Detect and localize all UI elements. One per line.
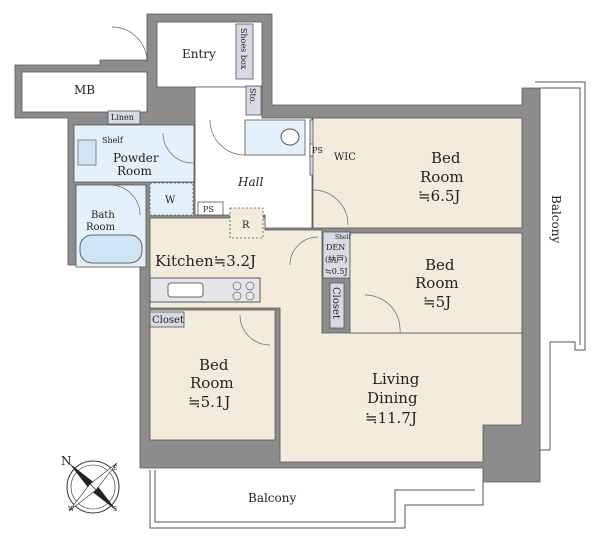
refrigerator-label: R xyxy=(242,220,250,231)
bed-room-3-label-1: Bed xyxy=(199,356,229,374)
balcony-east-label: Balcony xyxy=(549,195,563,243)
bed-room-2-label-2: Room xyxy=(415,274,459,292)
linen-label: Linen xyxy=(111,113,134,122)
linen-area xyxy=(107,110,141,125)
shoes-box-label: Shoes box xyxy=(239,28,248,70)
entry-label: Entry xyxy=(182,47,216,61)
den-shelf-label: Shelf xyxy=(335,234,351,241)
compass-s: S xyxy=(113,506,117,513)
sink-icon xyxy=(77,139,97,166)
compass-icon: N E S W xyxy=(61,454,120,514)
bath-room-label-1: Bath xyxy=(91,210,115,221)
bed-room-2-label-3: ≒5J xyxy=(423,293,451,311)
compass-n: N xyxy=(61,454,72,468)
closet-2-label: Closet xyxy=(330,287,341,319)
ps-box-1 xyxy=(197,201,224,216)
compass-w: W xyxy=(68,506,75,513)
den-label-2: (納戸) xyxy=(325,254,347,264)
bed-room-1-label-2: Room xyxy=(420,168,464,186)
powder-room-label-1: Powder xyxy=(113,151,159,165)
bed-room-3-area xyxy=(149,309,276,441)
living-dining-label-2: Dining xyxy=(367,389,418,407)
kitchen-label: Kitchen≒3.2J xyxy=(155,252,256,270)
den-label-3: ≒0.5J xyxy=(325,267,348,276)
kitchen-counter xyxy=(149,277,261,303)
kitchen-sink-icon xyxy=(167,282,204,298)
shoes-box-area xyxy=(235,23,254,80)
toilet-room xyxy=(244,119,306,156)
bed-room-2-label-1: Bed xyxy=(425,256,455,274)
bed-room-3-label-3: ≒5.1J xyxy=(188,393,230,411)
washer-area xyxy=(149,182,194,216)
bed-room-1-area xyxy=(312,117,523,229)
bed-room-2-area xyxy=(349,232,523,334)
bathtub-icon xyxy=(79,234,143,264)
den-label-1: DEN xyxy=(326,243,345,252)
storage-area xyxy=(245,85,262,116)
powder-room-label-2: Room xyxy=(117,164,152,178)
balcony-east-outline xyxy=(522,81,586,451)
ps-label-1: PS xyxy=(203,205,214,214)
washer-label: W xyxy=(165,195,176,206)
hall-label: Hall xyxy=(237,175,263,189)
closet-1-area xyxy=(149,311,185,328)
balcony-south-label: Balcony xyxy=(248,491,296,505)
refrigerator-space xyxy=(229,207,264,239)
toilet-icon xyxy=(280,128,300,146)
living-dining-label-1: Living xyxy=(372,370,420,388)
door-swings xyxy=(109,26,401,346)
mb-area xyxy=(21,71,148,113)
balcony-south-outline xyxy=(149,470,484,529)
den-area xyxy=(322,231,351,279)
compass-e: E xyxy=(113,465,117,472)
bed-room-3-label-2: Room xyxy=(190,374,234,392)
bed-room-1-label-1: Bed xyxy=(431,149,461,167)
storage-label: Sto. xyxy=(248,88,257,104)
bed-room-1-label-3: ≒6.5J xyxy=(418,187,460,205)
closet-2-area xyxy=(329,282,345,329)
mb-label: MB xyxy=(74,83,95,97)
closet-1-label: Closet xyxy=(152,315,184,326)
shelf-label: Shelf xyxy=(102,136,124,145)
stove-icon xyxy=(232,281,255,301)
wic-label: WIC xyxy=(334,152,356,163)
living-dining-label-3: ≒11.7J xyxy=(365,409,417,427)
ps-label-2: PS xyxy=(312,146,323,155)
bath-room-label-2: Room xyxy=(86,222,116,233)
